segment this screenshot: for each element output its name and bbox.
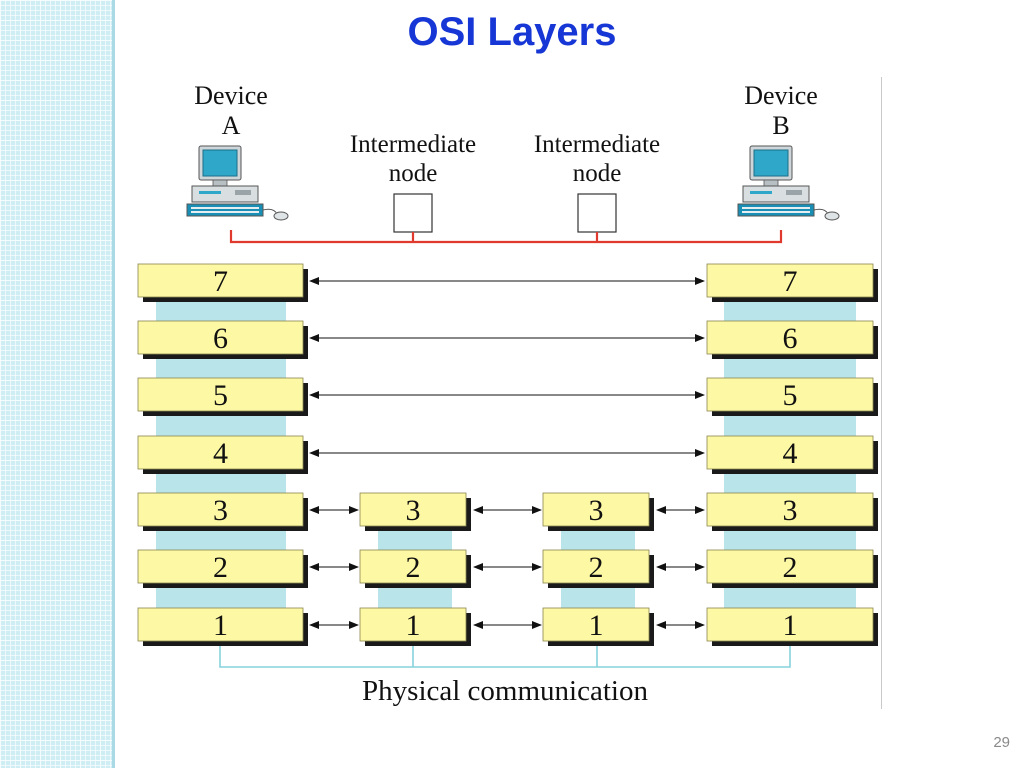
layer-number: 5 xyxy=(213,379,228,412)
device-a-layer-2: 2 xyxy=(137,549,308,588)
layer-number: 2 xyxy=(406,551,421,584)
device-a-layer-6: 6 xyxy=(137,320,308,359)
svg-text:Intermediate: Intermediate xyxy=(350,131,476,158)
intermediate-node-2-box xyxy=(577,193,617,233)
svg-text:Intermediate: Intermediate xyxy=(534,131,660,158)
layer-box xyxy=(706,492,874,527)
layer-box xyxy=(359,492,467,527)
layer-number: 7 xyxy=(783,265,798,298)
layer-number: 7 xyxy=(213,265,228,298)
device-b-layer-6: 6 xyxy=(706,320,878,359)
page-number: 29 xyxy=(993,734,1010,751)
layer-box xyxy=(706,435,874,470)
layer-box xyxy=(137,377,304,412)
figure-border xyxy=(881,77,882,709)
node-2-layer-stack: 3 2 1 xyxy=(542,492,654,646)
device-a-layer-5: 5 xyxy=(137,377,308,416)
device-a-layer-4: 4 xyxy=(137,435,308,474)
device-b-label: Device B xyxy=(744,81,818,140)
layer-number: 3 xyxy=(589,494,604,527)
peer-arrows xyxy=(309,277,705,629)
layer-box xyxy=(137,492,304,527)
device-a-layer-7: 7 xyxy=(137,263,308,302)
layer-box xyxy=(706,607,874,642)
network-line xyxy=(229,230,783,244)
layer-box xyxy=(137,607,304,642)
layer-number: 4 xyxy=(213,437,228,470)
computer-b-icon xyxy=(737,145,840,221)
layer-number: 1 xyxy=(213,609,228,642)
device-a-layer-3: 3 xyxy=(137,492,308,531)
layer-number: 2 xyxy=(213,551,228,584)
node-1-layer-stack: 3 2 1 xyxy=(359,492,471,646)
layer-number: 1 xyxy=(783,609,798,642)
layer-box xyxy=(706,263,874,298)
device-b-layer-5: 5 xyxy=(706,377,878,416)
node-2-layer-1: 1 xyxy=(542,607,654,646)
svg-text:B: B xyxy=(772,111,789,140)
intermediate-node-1-label: Intermediate node xyxy=(350,131,476,187)
svg-text:node: node xyxy=(389,160,438,187)
device-b-layer-7: 7 xyxy=(706,263,878,302)
intermediate-node-1-box xyxy=(393,193,433,233)
layer-box xyxy=(542,607,650,642)
physical-communication-label: Physical communication xyxy=(362,675,648,707)
layer-box xyxy=(359,549,467,584)
layer-box xyxy=(706,320,874,355)
layer-number: 3 xyxy=(213,494,228,527)
device-a-layer-1: 1 xyxy=(137,607,308,646)
node-1-layer-2: 2 xyxy=(359,549,471,588)
decorative-sidebar xyxy=(0,0,114,768)
layer-number: 3 xyxy=(783,494,798,527)
layer-number: 2 xyxy=(783,551,798,584)
layer-number: 1 xyxy=(406,609,421,642)
layer-box xyxy=(137,435,304,470)
layer-number: 6 xyxy=(213,322,228,355)
device-b-layer-4: 4 xyxy=(706,435,878,474)
layer-number: 1 xyxy=(589,609,604,642)
layer-box xyxy=(137,549,304,584)
layer-box xyxy=(542,549,650,584)
layer-number: 4 xyxy=(783,437,798,470)
layer-number: 3 xyxy=(406,494,421,527)
device-a-layer-stack: 7 6 5 4 3 2 1 xyxy=(137,263,308,646)
computer-a-icon xyxy=(186,145,289,221)
device-a-label: Device A xyxy=(194,81,268,140)
node-1-layer-3: 3 xyxy=(359,492,471,531)
node-2-layer-2: 2 xyxy=(542,549,654,588)
svg-text:Device: Device xyxy=(194,81,268,110)
device-b-layer-stack: 7 6 5 4 3 2 1 xyxy=(706,263,878,646)
svg-text:node: node xyxy=(573,160,622,187)
layer-box xyxy=(137,263,304,298)
layer-box xyxy=(359,607,467,642)
device-b-layer-3: 3 xyxy=(706,492,878,531)
layer-box xyxy=(706,377,874,412)
device-b-layer-2: 2 xyxy=(706,549,878,588)
sidebar-edge xyxy=(112,0,115,768)
layer-number: 5 xyxy=(783,379,798,412)
svg-text:Device: Device xyxy=(744,81,818,110)
layer-box xyxy=(706,549,874,584)
slide-title: OSI Layers xyxy=(407,10,617,54)
node-1-layer-1: 1 xyxy=(359,607,471,646)
node-2-layer-3: 3 xyxy=(542,492,654,531)
device-b-layer-1: 1 xyxy=(706,607,878,646)
layer-number: 6 xyxy=(783,322,798,355)
intermediate-node-2-label: Intermediate node xyxy=(534,131,660,187)
layer-box xyxy=(137,320,304,355)
layer-number: 2 xyxy=(589,551,604,584)
layer-box xyxy=(542,492,650,527)
svg-text:A: A xyxy=(222,111,241,140)
